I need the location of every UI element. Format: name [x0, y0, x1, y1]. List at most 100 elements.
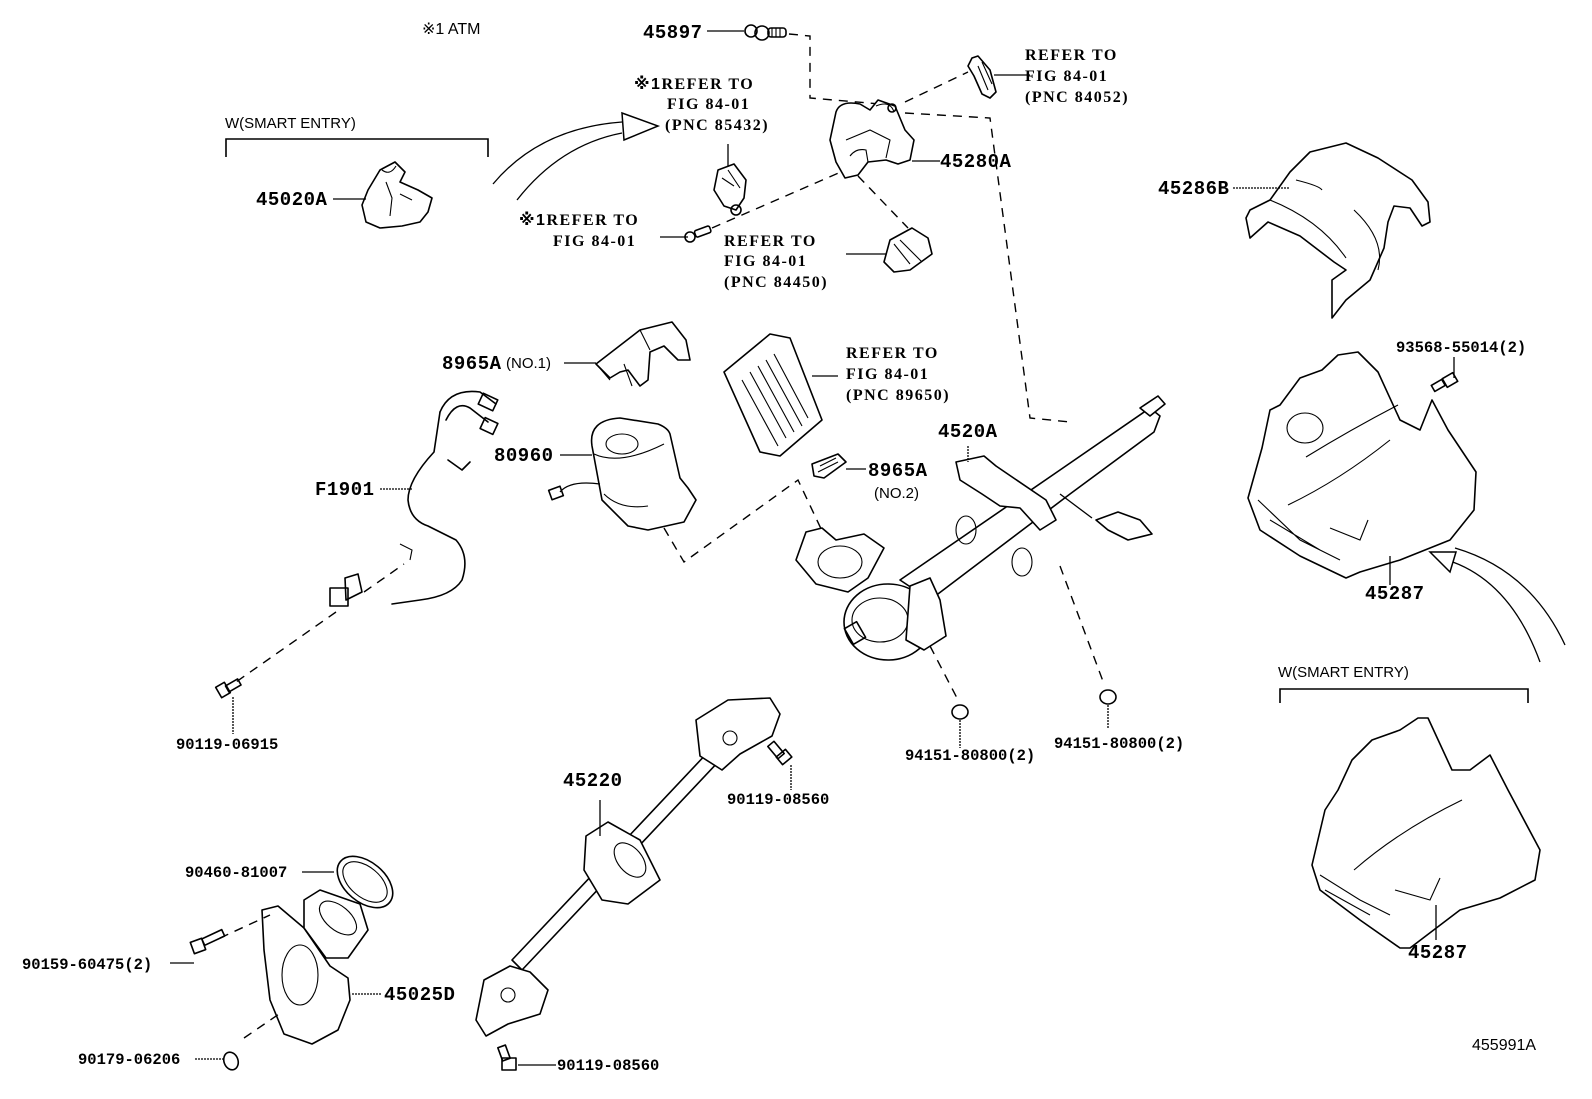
bolt-icon [775, 748, 793, 766]
part-45280A[interactable]: 45280A [829, 99, 1012, 179]
bolt-icon [214, 681, 232, 699]
part-45286B[interactable]: 45286B [1158, 142, 1431, 319]
arrow-curve-inner [516, 132, 623, 201]
guide-line-84052 [904, 71, 969, 103]
cover-plate-shape [261, 905, 351, 1045]
svg-text:FIG 84-01: FIG 84-01 [724, 253, 807, 270]
smart-entry-label-left: W(SMART ENTRY) [225, 115, 356, 132]
ecu-shape [723, 333, 823, 457]
svg-text:(PNC 85432): (PNC 85432) [665, 117, 769, 134]
upper-universal-joint [695, 697, 781, 771]
label-45220: 45220 [563, 770, 623, 792]
reference-pnc-84052: REFER TO FIG 84-01 (PNC 84052) [1025, 47, 1129, 106]
label-94151-80800-a: 94151-80800(2) [905, 747, 1035, 765]
part-ecu-89650[interactable] [723, 333, 838, 457]
column-spline [1139, 395, 1166, 417]
svg-text:REFER TO: REFER TO [724, 233, 817, 250]
part-sensor-84450[interactable] [846, 227, 933, 273]
guide-line-45897 [788, 33, 881, 105]
part-45287-lower[interactable]: 45287 [1311, 717, 1541, 964]
svg-text:※1REFER TO: ※1REFER TO [519, 211, 639, 229]
arrow-curve-outer [492, 121, 623, 185]
svg-text:REFER TO: REFER TO [846, 345, 939, 362]
label-90119-06915: 90119-06915 [176, 736, 278, 754]
label-45287-upper: 45287 [1365, 583, 1425, 605]
bracket-line [1279, 688, 1529, 703]
label-94151-80800-b: 94151-80800(2) [1054, 735, 1184, 753]
part-F1901-harness[interactable]: F1901 [315, 390, 499, 607]
label-90159-60475: 90159-60475(2) [22, 956, 152, 974]
motor-shape [590, 417, 697, 531]
lower-cover-smart-shape [1311, 717, 1541, 949]
part-90159-60475[interactable]: 90159-60475(2) [22, 928, 226, 974]
label-90179-06206: 90179-06206 [78, 1051, 180, 1069]
curved-arrow-right [1428, 547, 1566, 663]
label-80960: 80960 [494, 445, 554, 467]
svg-text:FIG 84-01: FIG 84-01 [667, 96, 750, 113]
smart-entry-bracket-right: W(SMART ENTRY) [1278, 664, 1529, 703]
part-8965A-no1[interactable]: 8965A (NO.1) [442, 321, 691, 387]
reference-pnc-89650: REFER TO FIG 84-01 (PNC 89650) [846, 345, 950, 404]
part-clip-84052[interactable] [967, 55, 1030, 99]
part-45287-upper[interactable]: 45287 [1247, 351, 1477, 605]
nut-icon [222, 1051, 240, 1071]
guide-line-80960 [663, 478, 833, 564]
part-45020A[interactable]: 45020A [256, 161, 433, 229]
motor-mount-plate [795, 527, 885, 593]
label-F1901: F1901 [315, 479, 375, 501]
svg-text:FIG 84-01: FIG 84-01 [1025, 68, 1108, 85]
part-94151-80800-a[interactable]: 94151-80800(2) [905, 704, 1035, 765]
part-4520A-column[interactable]: 4520A [795, 395, 1166, 661]
svg-text:(PNC 84450): (PNC 84450) [724, 274, 828, 291]
part-45897[interactable]: 45897 [643, 22, 787, 44]
label-90119-08560-a: 90119-08560 [727, 791, 829, 809]
guide-line-45280A-4520A [904, 112, 1071, 423]
svg-text:(PNC 89650): (PNC 89650) [846, 387, 950, 404]
upper-cover-shape [1245, 142, 1431, 319]
label-8965A-no1: 8965A [442, 353, 502, 375]
ring-shape [336, 855, 394, 909]
smart-entry-label-right: W(SMART ENTRY) [1278, 664, 1409, 681]
svg-text:FIG 84-01: FIG 84-01 [553, 233, 636, 250]
part-94151-80800-b[interactable]: 94151-80800(2) [1054, 689, 1184, 753]
part-90179-06206[interactable]: 90179-06206 [78, 1050, 241, 1072]
key-cylinder-shape [361, 161, 433, 229]
arrow-head [1428, 551, 1458, 574]
part-45025D[interactable]: 45025D [261, 889, 455, 1045]
part-90460-81007[interactable]: 90460-81007 [185, 846, 402, 918]
guide-line-84450 [857, 175, 909, 229]
curved-arrow-top [492, 111, 661, 201]
label-45280A: 45280A [940, 151, 1012, 173]
part-8965A-no2[interactable]: 8965A (NO.2) [811, 453, 928, 502]
part-80960-motor[interactable]: 80960 [494, 417, 697, 531]
guide-line-F1901-clip [363, 563, 405, 593]
guide-line-nut-a [929, 645, 959, 701]
part-switch-85432[interactable] [713, 144, 747, 216]
label-8965A-no2: 8965A [868, 460, 928, 482]
label-8965A-no1-suffix: (NO.1) [506, 355, 551, 372]
label-93568-55014: 93568-55014(2) [1396, 339, 1526, 357]
part-90119-06915[interactable]: 90119-06915 [176, 678, 278, 754]
label-45287-lower: 45287 [1408, 942, 1468, 964]
column-tilt-lever [1095, 511, 1153, 541]
label-90460-81007: 90460-81007 [185, 864, 287, 882]
figure-id: 455991A [1472, 1037, 1536, 1054]
svg-text:(PNC 84052): (PNC 84052) [1025, 89, 1129, 106]
reference-screw: ※1REFER TO FIG 84-01 [519, 211, 712, 250]
label-45025D: 45025D [384, 984, 455, 1006]
label-8965A-no2-suffix: (NO.2) [874, 485, 919, 502]
guide-line-F1901 [235, 611, 337, 683]
part-90119-08560-a[interactable]: 90119-08560 [727, 740, 829, 809]
part-45220-shaft[interactable]: 45220 [475, 697, 781, 1037]
atm-note: ※1 ATM [422, 21, 480, 38]
ignition-housing-shape [829, 99, 915, 179]
smart-entry-bracket-left: W(SMART ENTRY) [225, 115, 489, 157]
pinion-shaft [843, 620, 867, 646]
part-93568-55014[interactable]: 93568-55014(2) [1396, 339, 1526, 393]
part-90119-08560-b[interactable]: 90119-08560 [497, 1044, 659, 1075]
label-45020A: 45020A [256, 189, 328, 211]
column-bracket [955, 455, 1057, 531]
arrow-head [621, 111, 661, 142]
shaft-boot [583, 821, 661, 905]
